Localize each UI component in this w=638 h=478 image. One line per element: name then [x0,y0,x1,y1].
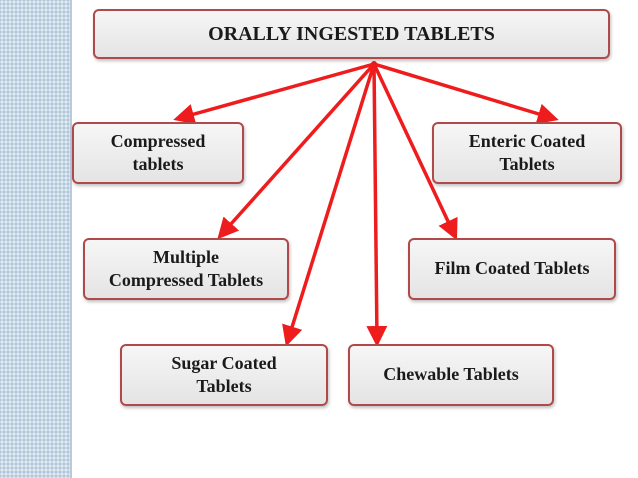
node-label: Film Coated Tablets [434,258,590,279]
node-compressed-tablets: Compressed tablets [72,122,244,184]
node-multiple-compressed-tablets: Multiple Compressed Tablets [83,238,289,300]
node-label: Compressed tablets [110,130,206,174]
root-node-label: ORALLY INGESTED TABLETS [208,23,495,45]
arrow-to-multiple [217,62,376,240]
node-enteric-coated-tablets: Enteric Coated Tablets [432,122,622,184]
arrow-to-sugar [282,63,376,347]
root-node: ORALLY INGESTED TABLETS [93,9,610,59]
side-strip-divider [70,0,72,478]
arrow-to-chewable [366,63,388,347]
node-film-coated-tablets: Film Coated Tablets [408,238,616,300]
node-sugar-coated-tablets: Sugar Coated Tablets [120,344,328,406]
node-label: Enteric Coated Tablets [468,130,586,174]
arrow-to-film [372,63,458,241]
node-label: Sugar Coated Tablets [171,352,277,396]
node-label: Chewable Tablets [383,364,519,385]
arrow-origin-dot [371,61,377,67]
arrow-to-compressed [173,62,375,125]
node-chewable-tablets: Chewable Tablets [348,344,554,406]
node-label: Multiple Compressed Tablets [108,246,264,290]
arrow-to-enteric [373,62,559,124]
decorative-side-strip [0,0,70,478]
